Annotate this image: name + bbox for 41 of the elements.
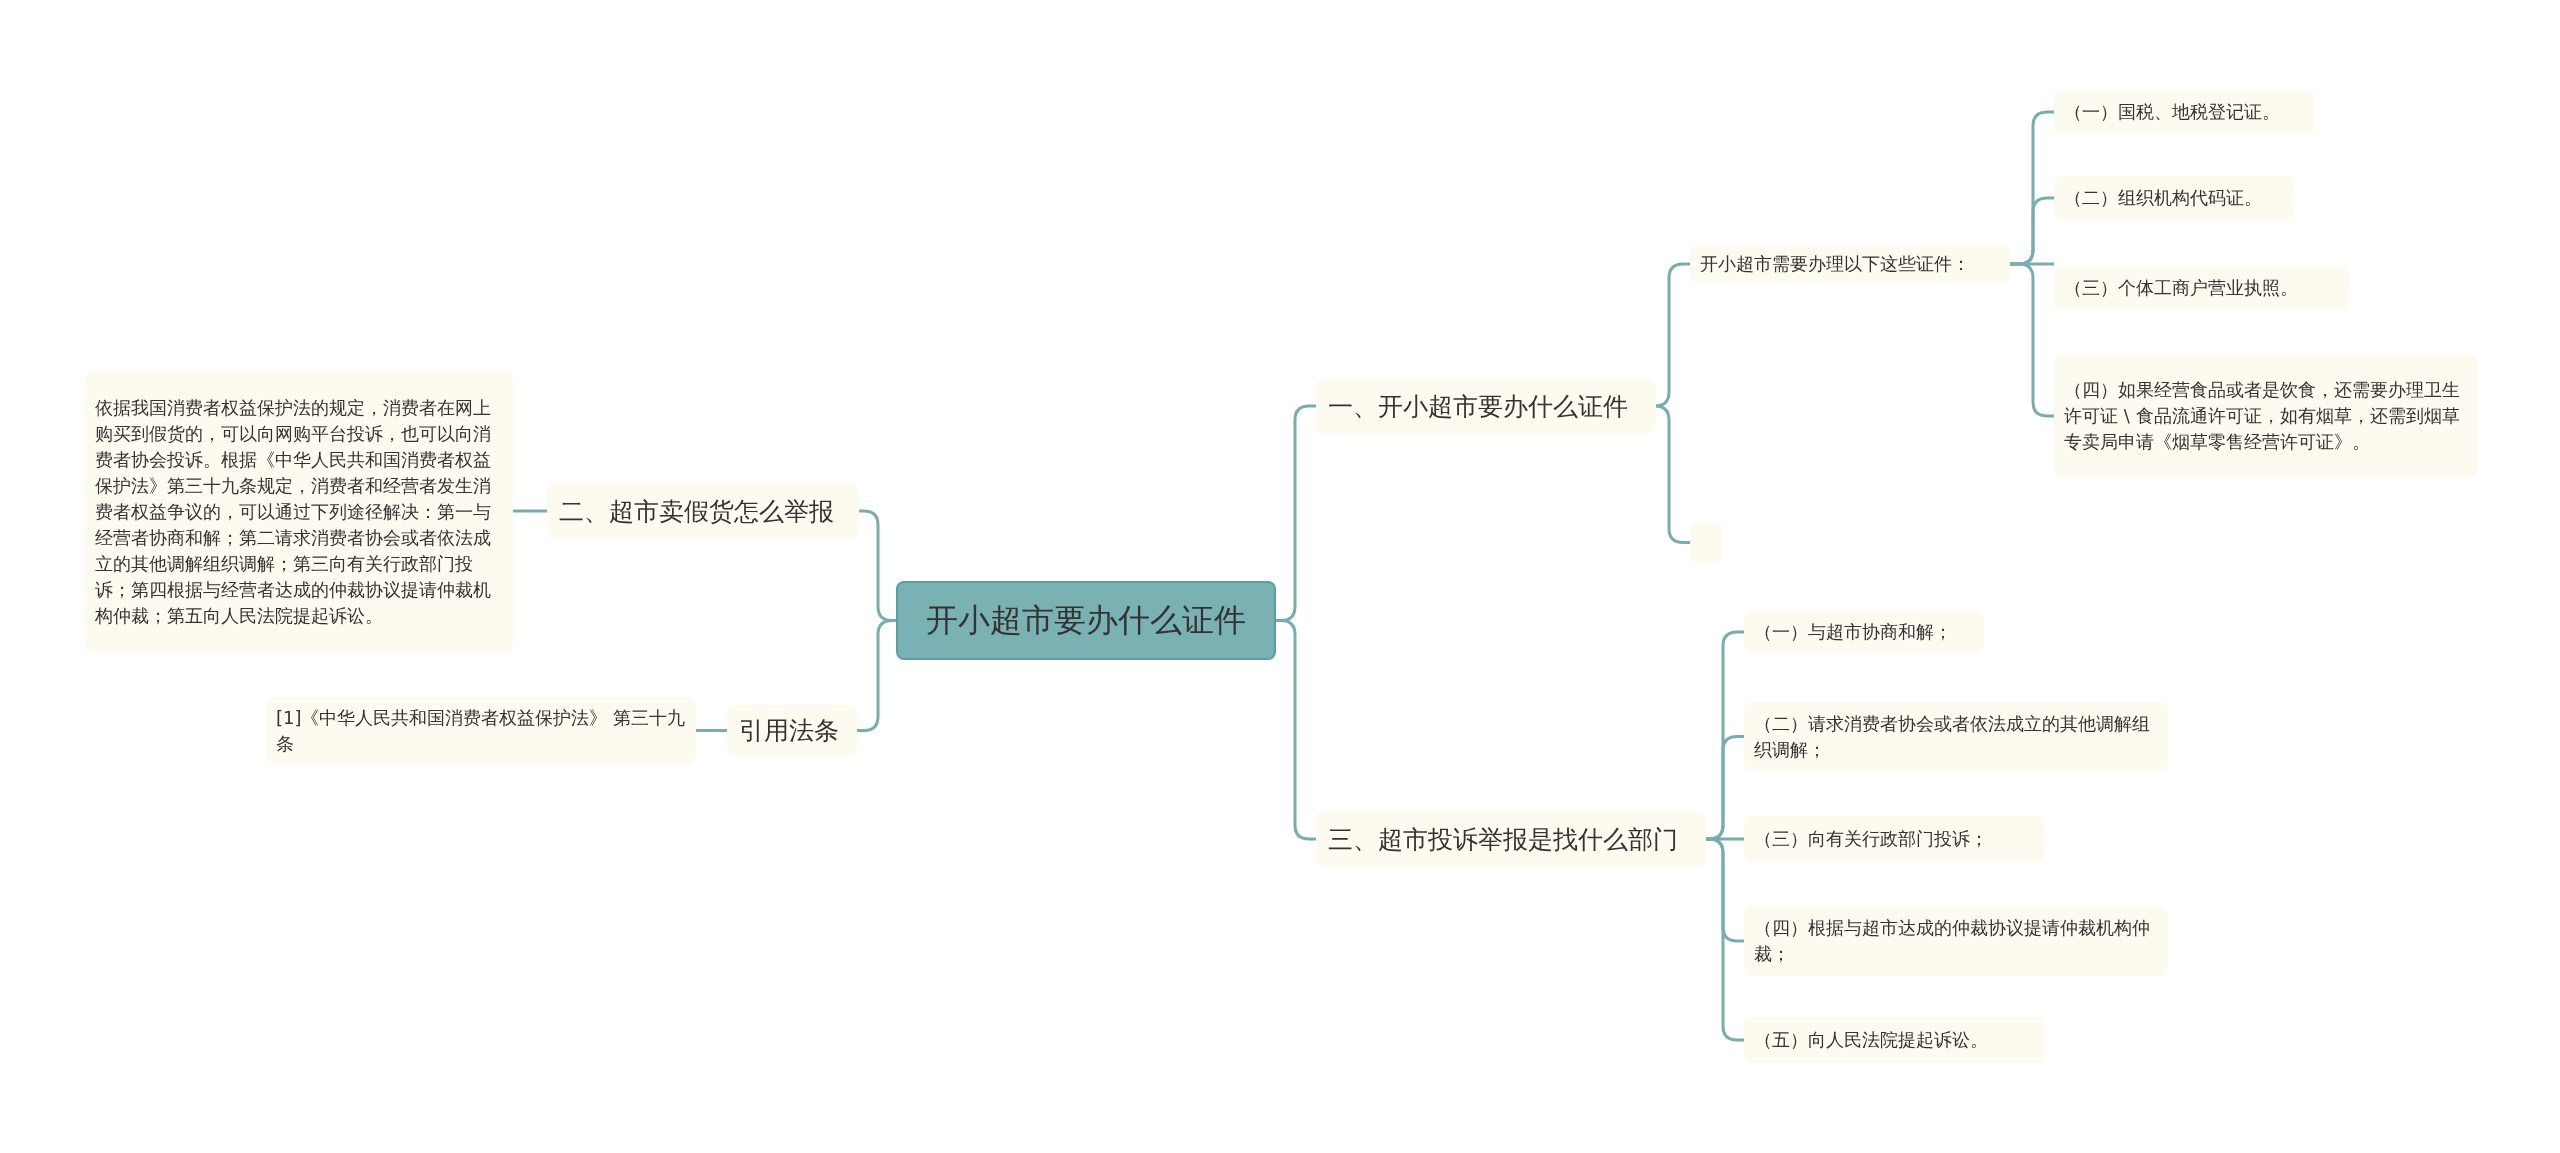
- topic-text: （三）个体工商户营业执照。: [2064, 276, 2298, 300]
- topic-text: 三、超市投诉举报是找什么部门: [1328, 823, 1678, 856]
- topic-text: （二）组织机构代码证。: [2064, 186, 2262, 210]
- subtopic-box: [1744, 906, 2168, 976]
- connector: [2010, 262, 2054, 418]
- connector: [696, 729, 727, 732]
- subtopic-box: [2054, 176, 2294, 220]
- topic-text: 依据我国消费者权益保护法的规定，消费者在网上购买到假货的，可以向网购平台投诉，也可以向消费者协会投诉。根据《中华人民共和国消费者权益保护法》第三十九条规定，消费者和经营者发生消费者权益争议的，可以通过下列途径解决：第一与经营者协商和解；第二请求消费者协会或者依法成立的其他调解组织调解；第三向有关行政部门投诉；第四根据与经营者达成的仲裁协议提请仲裁机构仲裁；第五向人民法院提起诉讼。: [95, 396, 492, 628]
- subtopic-box: [85, 372, 513, 652]
- connector: [857, 619, 896, 732]
- topic-text: （一）国税、地税登记证。: [2064, 100, 2280, 124]
- topic-text: 开小超市需要办理以下这些证件：: [1700, 252, 1970, 276]
- subtopic-box: [1744, 1017, 2044, 1063]
- topic-text: （四）根据与超市达成的仲裁协议提请仲裁机构仲裁；: [1754, 916, 2151, 966]
- topic-text: 二、超市卖假货怎么举报: [559, 495, 834, 528]
- branch-topic: [1316, 379, 1656, 433]
- topic-text: 引用法条: [739, 715, 839, 747]
- subtopic-box: [2054, 354, 2478, 478]
- connector: [513, 509, 547, 513]
- connector: [1276, 619, 1316, 841]
- topic-text: （四）如果经营食品或者是饮食，还需要办理卫生许可证 \ 食品流通许可证，如有烟草，还需到烟草专卖局申请《烟草零售经营许可证》。: [2064, 378, 2461, 454]
- subtopic-box: [1744, 611, 1984, 653]
- branch-topic: [727, 705, 857, 756]
- subtopic-box: [266, 697, 696, 764]
- branch-topic: [1316, 811, 1706, 867]
- topic-text: （一）与超市协商和解；: [1754, 620, 1952, 644]
- topic-text: 开小超市要办什么证件: [926, 599, 1246, 641]
- topic-text: （二）请求消费者协会或者依法成立的其他调解组织调解；: [1754, 711, 2151, 762]
- connector: [1706, 735, 1744, 841]
- subtopic-box: [1690, 245, 2010, 283]
- topic-text: （五）向人民法院提起诉讼。: [1754, 1028, 1988, 1052]
- empty-topic-box: [1690, 522, 1722, 563]
- subtopic-box: [2054, 266, 2349, 310]
- topic-text: [1]《中华人民共和国消费者权益保护法》 第三十九条: [276, 705, 686, 756]
- central-topic: [896, 581, 1276, 660]
- topic-text: （三）向有关行政部门投诉；: [1754, 827, 1988, 851]
- subtopic-box: [1744, 702, 2168, 771]
- subtopic-box: [2054, 90, 2314, 134]
- branch-topic: [547, 483, 859, 539]
- topic-text: 一、开小超市要办什么证件: [1328, 390, 1628, 423]
- subtopic-box: [1744, 816, 2044, 862]
